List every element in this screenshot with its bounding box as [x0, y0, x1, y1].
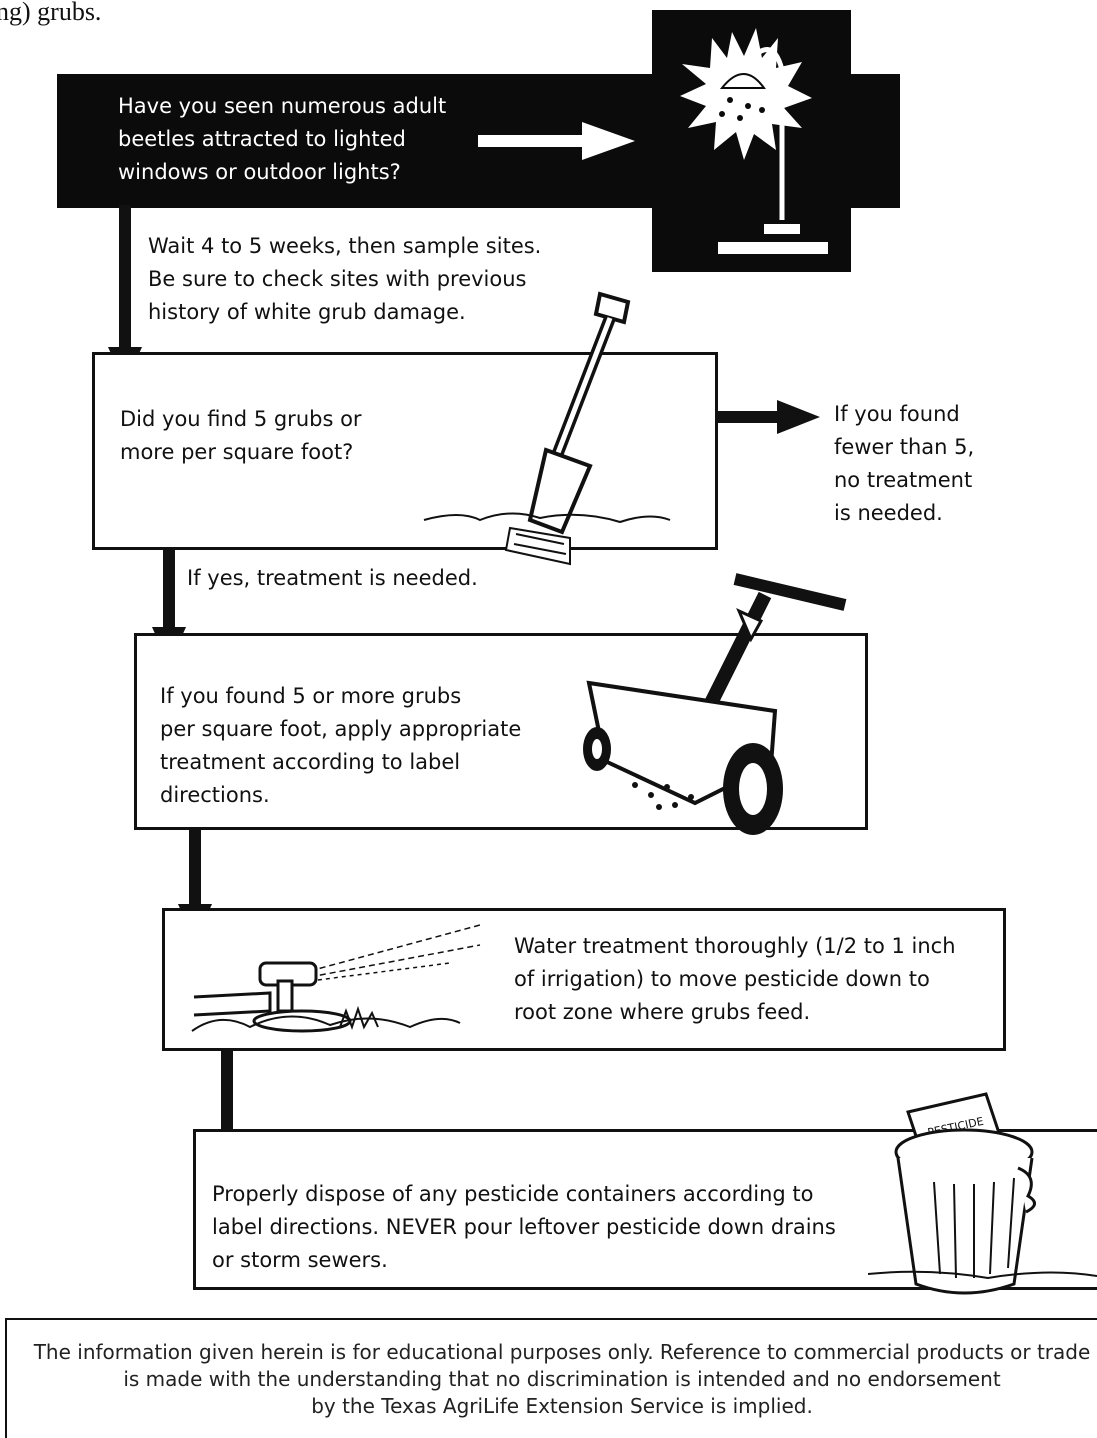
yes-treatment-text: If yes, treatment is needed. — [187, 562, 478, 595]
disclaimer-text: The information given herein is for educ… — [0, 1339, 1097, 1420]
no-treatment-text: If you found fewer than 5, no treatment … — [834, 398, 974, 530]
question-grubs-text: Did you find 5 grubs or more per square … — [120, 403, 362, 469]
dispose-containers-text: Properly dispose of any pesticide contai… — [212, 1178, 836, 1277]
spreader-illustration-icon — [575, 565, 865, 855]
arrow-right-no-icon — [715, 400, 825, 434]
intro-text-fragment: ng) grubs. — [0, 0, 101, 30]
arrow-right-white-icon — [470, 120, 640, 166]
question-beetles-text: Have you seen numerous adult beetles att… — [118, 90, 446, 189]
shovel-illustration-icon — [420, 288, 700, 578]
sprinkler-illustration-icon — [190, 915, 490, 1045]
trash-can-illustration-icon: PESTICIDE — [868, 1092, 1097, 1302]
lamp-illustration-icon — [652, 10, 851, 272]
water-treatment-text: Water treatment thoroughly (1/2 to 1 inc… — [514, 930, 956, 1029]
apply-treatment-text: If you found 5 or more grubs per square … — [160, 680, 521, 812]
